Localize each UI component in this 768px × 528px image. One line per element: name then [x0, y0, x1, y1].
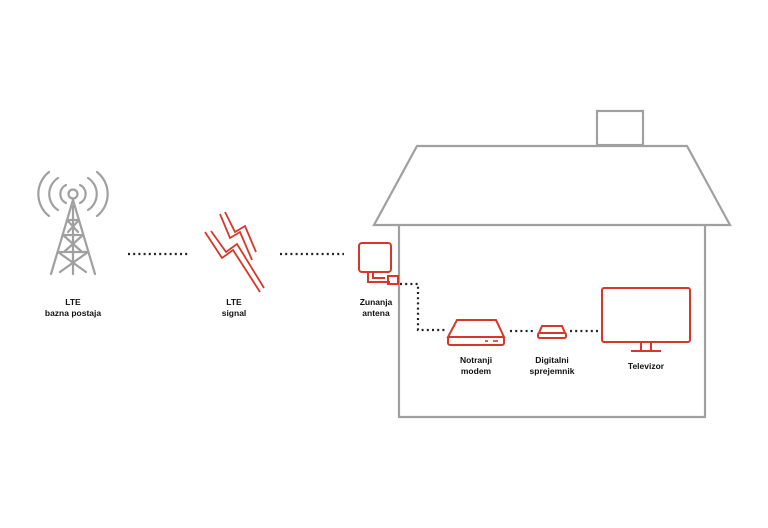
cell-tower-icon [37, 170, 109, 276]
label-base-station: LTE bazna postaja [28, 297, 118, 319]
tv-icon [601, 287, 691, 352]
lightning-signal-icon [204, 211, 265, 293]
outdoor-antenna-icon [358, 242, 399, 285]
chimney [595, 109, 645, 147]
label-receiver-line2: sprejemnik [529, 366, 575, 376]
label-signal: LTE signal [189, 297, 279, 319]
label-receiver-line1: Digitalni [535, 355, 569, 365]
label-indoor-modem: Notranji modem [431, 355, 521, 377]
set-top-box-icon [537, 325, 567, 339]
label-signal-line1: LTE [226, 297, 242, 307]
house-roof [372, 144, 732, 227]
label-indoor-modem-line1: Notranji [459, 355, 493, 365]
label-outdoor-antenna: Zunanja antena [331, 297, 421, 319]
label-tv: Televizor [601, 361, 691, 372]
label-tv-line1: Televizor [627, 361, 665, 371]
label-signal-line2: signal [221, 308, 247, 318]
house-outline-icon [372, 109, 732, 419]
label-receiver: Digitalni sprejemnik [507, 355, 597, 377]
label-outdoor-antenna-line1: Zunanja [359, 297, 393, 307]
label-outdoor-antenna-line2: antena [362, 308, 390, 318]
modem-icon [446, 319, 506, 346]
label-indoor-modem-line2: modem [460, 366, 492, 376]
connectors [128, 252, 598, 333]
house-walls [397, 225, 707, 419]
label-base-station-line2: bazna postaja [44, 308, 102, 318]
label-base-station-line1: LTE [65, 297, 81, 307]
